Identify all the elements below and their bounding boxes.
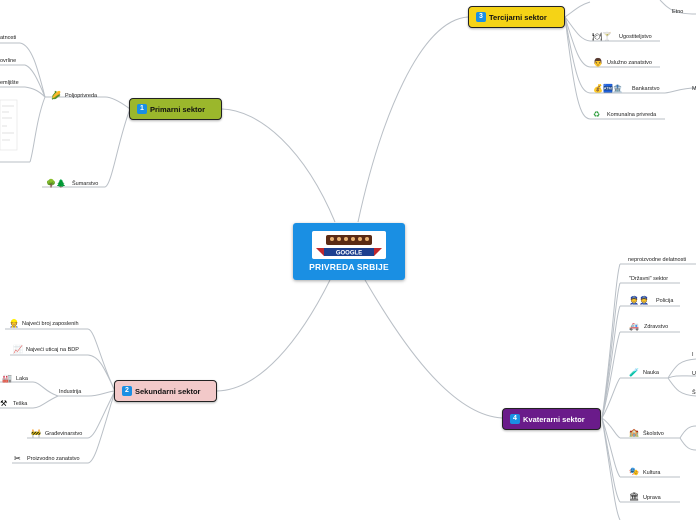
- ambulance-icon: 🚑: [629, 322, 639, 331]
- chart-up-icon: 📈: [13, 345, 23, 354]
- workers-icon: 👷: [9, 319, 19, 328]
- construction-icon: 🚧: [31, 429, 41, 438]
- topic-poljoprivreda[interactable]: Poljoprivreda: [65, 93, 98, 99]
- test-tube-icon: 🧪: [629, 368, 639, 377]
- logo-text: GOOGLE: [336, 251, 362, 257]
- topic-teska[interactable]: Teška: [13, 401, 28, 407]
- topic-komunalna-privreda[interactable]: Komunalna privreda: [607, 112, 657, 118]
- topic-sumarstvo[interactable]: Šumarstvo: [72, 181, 99, 187]
- tercijarni-sektor-node[interactable]: 3 Tercijarni sektor: [468, 6, 565, 28]
- topic-policija[interactable]: Policija: [656, 298, 674, 304]
- topic-nauka-sub-i[interactable]: I: [692, 352, 694, 358]
- number-badge: 3: [476, 12, 486, 22]
- dining-icon: 🍽🍸: [592, 32, 613, 41]
- factory-icon: 🏭: [2, 374, 12, 383]
- corn-icon: 🌽: [51, 91, 61, 100]
- tree-icon: 🌳🌲: [46, 179, 66, 188]
- topic-neproizvodne-delatnosti[interactable]: neproizvodne delatnosti: [628, 257, 687, 263]
- topic-kultura[interactable]: Kultura: [643, 470, 661, 476]
- topic-nauka-sub-s[interactable]: Š: [692, 390, 696, 396]
- topic-najveci-uticaj-bdp[interactable]: Najveći uticaj na BDP: [26, 347, 79, 353]
- topic-laka[interactable]: Laka: [16, 376, 28, 382]
- number-badge: 1: [137, 104, 147, 114]
- number-badge: 2: [122, 386, 132, 396]
- node-label: Kvaterarni sektor: [523, 414, 585, 424]
- craftsman-icon: 👨: [593, 58, 603, 67]
- logo-image: GOOGLE: [312, 231, 386, 259]
- topic-ugostiteljstvo[interactable]: Ugostiteljstvo: [619, 34, 652, 40]
- sekundarni-sektor-node[interactable]: 2 Sekundarni sektor: [114, 380, 217, 402]
- money-bag-icon: 💰🏧🏦: [593, 84, 623, 93]
- tools-icon: ⚒: [0, 399, 8, 408]
- topic-zemljiste[interactable]: emljište: [0, 80, 19, 86]
- topic-nauka-sub-u[interactable]: U: [692, 371, 696, 377]
- topic-delatnosti[interactable]: atnosti: [0, 35, 17, 41]
- topic-proizvodno-zanatstvo[interactable]: Proizvodno zanatstvo: [27, 456, 80, 462]
- school-icon: 🏫: [629, 428, 639, 437]
- government-building-icon: 🏛: [629, 492, 640, 501]
- central-node[interactable]: GOOGLE PRIVREDA SRBIJE: [293, 223, 405, 280]
- topic-industrija[interactable]: Industrija: [59, 389, 82, 395]
- node-label: Primarni sektor: [150, 104, 206, 114]
- topic-gradjevinarstvo[interactable]: Građevinarstvo: [45, 431, 83, 437]
- recycle-icon: ♻: [593, 110, 601, 119]
- topic-bankarstvo-sub[interactable]: M: [692, 86, 696, 92]
- number-badge: 4: [510, 414, 520, 424]
- topic-uprava[interactable]: Uprava: [643, 495, 661, 501]
- topic-usluzno-zanatstvo[interactable]: Uslužno zanatstvo: [607, 60, 652, 66]
- topic-najveci-broj-zaposlenih[interactable]: Najveći broj zaposlenih: [22, 321, 79, 327]
- kvaternarni-sektor-node[interactable]: 4 Kvaterarni sektor: [502, 408, 601, 430]
- topic-skolstvo[interactable]: Školstvo: [643, 431, 664, 437]
- theater-masks-icon: 🎭: [629, 467, 639, 476]
- topic-etno[interactable]: Etno: [672, 9, 684, 15]
- node-label: Sekundarni sektor: [135, 386, 201, 396]
- police-icon: 👮👮: [629, 296, 649, 305]
- preview-thumbnail: [0, 99, 18, 151]
- node-label: Tercijarni sektor: [489, 12, 547, 22]
- primarni-sektor-node[interactable]: 1 Primarni sektor: [129, 98, 222, 120]
- topic-zdravstvo[interactable]: Zdravstvo: [644, 324, 669, 330]
- topic-bankarstvo[interactable]: Bankarstvo: [632, 86, 660, 92]
- topic-nauka[interactable]: Nauka: [643, 370, 659, 376]
- scissors-icon: ✂: [14, 454, 21, 463]
- central-label: PRIVREDA SRBIJE: [309, 262, 389, 272]
- topic-ovrline[interactable]: ovrline: [0, 58, 17, 64]
- topic-drzavni-sektor[interactable]: "Državni" sektor: [629, 276, 669, 282]
- logo-graphic: GOOGLE: [316, 235, 382, 257]
